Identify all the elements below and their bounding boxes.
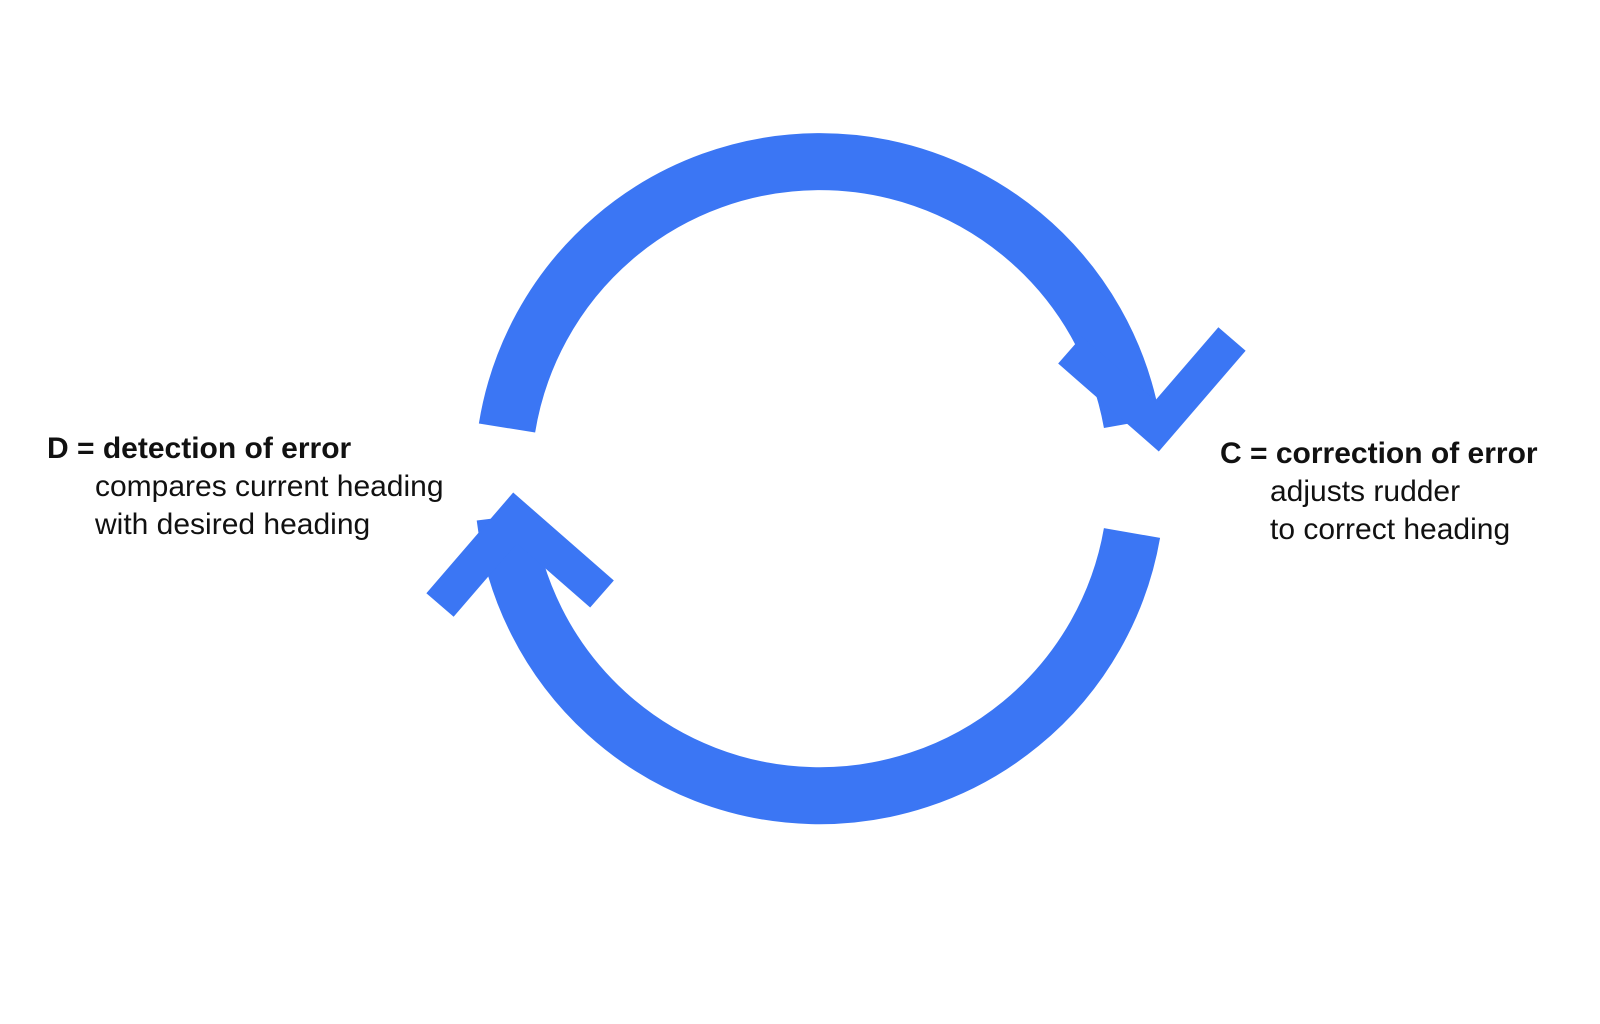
label-detection: D = detection of error compares current … (47, 430, 444, 544)
label-detection-line-2: with desired heading (95, 508, 371, 541)
label-correction-title: C = correction of error (1220, 437, 1538, 470)
cycle-arrowhead-left-icon (426, 492, 614, 617)
cycle-arc-bottom (476, 513, 1161, 825)
label-detection-title: D = detection of error (47, 432, 352, 465)
label-correction-line-1: adjusts rudder (1270, 475, 1461, 508)
label-correction-line-2: to correct heading (1270, 513, 1511, 546)
cycle-arrowhead-right-icon (1058, 327, 1246, 452)
cycle-arc-top (478, 133, 1161, 433)
label-correction: C = correction of error adjusts rudder t… (1220, 435, 1538, 549)
label-detection-line-1: compares current heading (95, 470, 444, 503)
